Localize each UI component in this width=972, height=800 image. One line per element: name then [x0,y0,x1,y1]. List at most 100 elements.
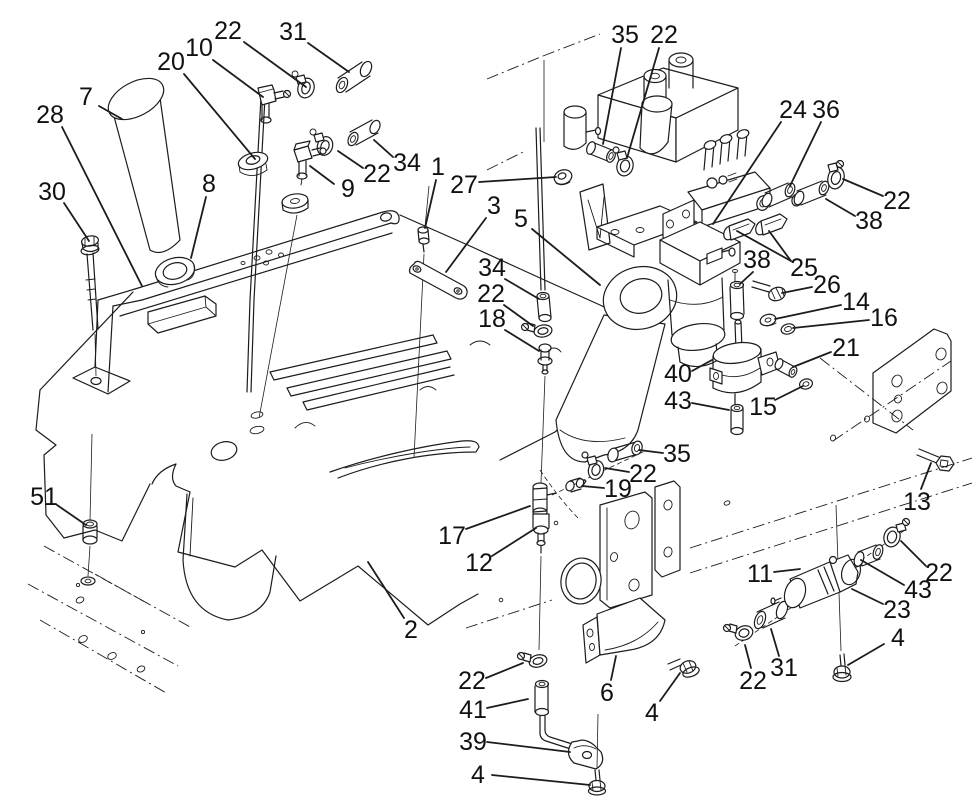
callout-3-13: 3 [487,192,501,220]
mid-fittings-hardware [709,159,845,436]
callout-28-5: 28 [36,101,64,129]
leader-line-10 [212,59,264,98]
callout-31-1: 31 [279,18,307,46]
leader-line-4 [847,643,885,666]
leader-line-43 [691,402,730,411]
leader-line-12 [491,527,537,557]
callout-22-50: 22 [458,667,486,695]
leader-line-22 [243,41,307,88]
leader-line-19 [581,485,605,489]
filler-neck [539,265,678,521]
leader-line-28 [61,126,143,287]
callout-22-42: 22 [925,559,953,587]
callout-38-25: 38 [743,246,771,274]
bolt-30 [80,235,100,377]
leader-line-1 [424,179,437,229]
leader-line-22 [604,467,630,473]
leader-line-5 [531,228,601,286]
callout-35-18: 35 [611,21,639,49]
callout-2-40: 2 [404,616,418,644]
bottom-hose-line [516,651,607,796]
leader-line-22 [337,150,364,169]
tank-handle [107,77,181,253]
strap-3 [408,260,468,300]
callout-41-51: 41 [459,696,487,724]
callout-12-36: 12 [465,549,493,577]
leader-line-22 [842,178,884,197]
callout-4-53: 4 [471,761,485,789]
leader-line-27 [478,176,557,183]
engine-cut-lines [486,33,601,171]
callout-40-30: 40 [664,360,692,388]
leader-line-30 [63,202,90,242]
leader-line-4 [491,774,591,786]
callout-8-7: 8 [202,170,216,198]
leader-line-40 [691,359,713,372]
leader-line-14 [774,304,842,320]
callout-43-43: 43 [904,576,932,604]
callout-24-20: 24 [779,96,807,124]
callout-14-27: 14 [842,288,870,316]
callout-22-22: 22 [883,187,911,215]
leader-line-22 [900,540,927,567]
center-bracket-plates [465,480,681,629]
leader-line-3 [445,217,487,273]
callout-4-49: 4 [645,699,659,727]
fuel-filter-assembly [659,199,741,368]
fuel-pump-cluster [722,504,911,683]
leader-line-7 [98,105,123,120]
callout-30-6: 30 [38,178,66,206]
leader-line-39 [486,741,571,753]
tank-strap-bracket [72,210,400,395]
leader-line-38 [825,198,856,217]
callout-17-35: 17 [438,522,466,550]
leader-line-31 [307,42,350,73]
leader-line-26 [781,286,813,294]
callout-10-2: 10 [185,34,213,62]
leader-line-25 [736,230,792,262]
callout-20-3: 20 [157,48,185,76]
bracket-6 [582,597,700,678]
callout-22-16: 22 [477,280,505,308]
leader-line-18 [504,329,540,352]
callout-43-31: 43 [664,387,692,415]
callout-4-45: 4 [891,624,905,652]
leader-line-22 [503,304,534,327]
callout-26-26: 26 [813,271,841,299]
callout-38-23: 38 [855,207,883,235]
leader-line-43 [860,559,905,586]
leader-line-6 [610,655,617,681]
leader-line-35 [638,449,664,454]
leader-line-16 [792,319,870,329]
leader-line-31 [770,628,780,657]
callout-15-32: 15 [749,393,777,421]
leader-line-24 [712,121,782,225]
callout-23-44: 23 [883,596,911,624]
leader-line-20 [183,73,256,160]
right-mount-plate [819,328,955,472]
leader-line-22 [485,662,524,679]
callout-31-47: 31 [770,654,798,682]
leader-line-22 [626,47,660,159]
callout-51-34: 51 [30,483,58,511]
bushing-51 [80,433,98,586]
fuel-tank [35,214,653,626]
callout-19-39: 19 [604,475,632,503]
grommet-8 [154,256,196,288]
leader-line-21 [792,351,832,368]
leader-line-23 [851,588,884,605]
callout-22-19: 22 [650,21,678,49]
callout-6-48: 6 [600,679,614,707]
leader-line-25 [768,230,792,262]
callout-7-4: 7 [79,83,93,111]
frame-rail-lines-left [27,545,193,695]
frame-rail-lines-right [689,457,972,574]
leader-line-15 [774,385,804,401]
callout-39-52: 39 [459,728,487,756]
callout-22-38: 22 [629,460,657,488]
callout-18-17: 18 [478,305,506,333]
callout-22-46: 22 [739,667,767,695]
